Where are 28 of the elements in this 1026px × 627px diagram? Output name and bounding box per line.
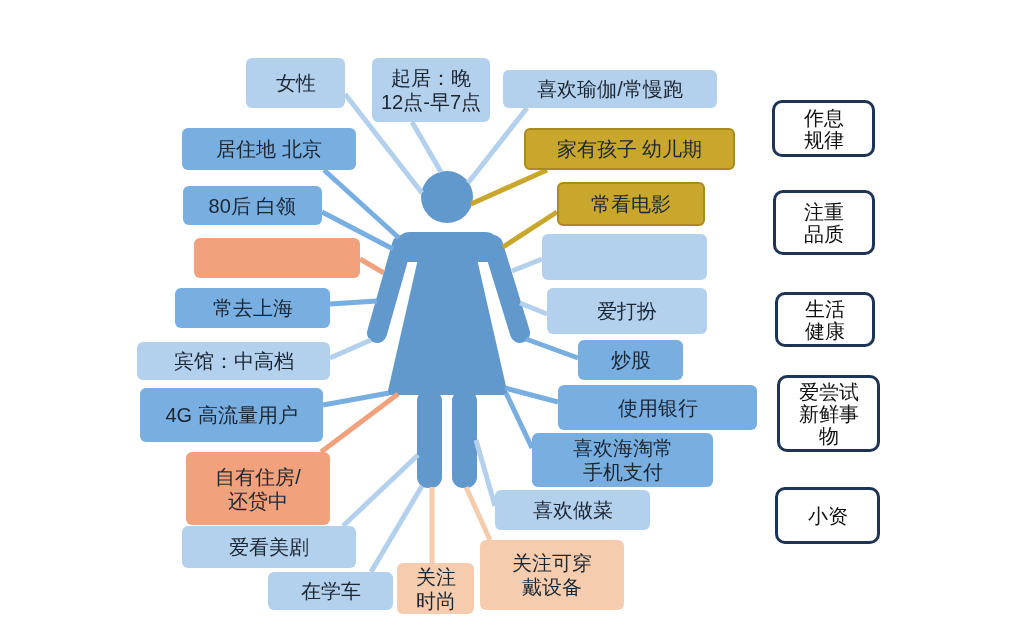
keyword-tag: 注重品质 <box>773 190 875 255</box>
keyword-tag: 生活健康 <box>775 292 875 347</box>
speech-bubble: 常看电影 <box>557 182 705 226</box>
speech-bubble: 常去上海 <box>175 288 330 328</box>
speech-bubble: 在学车 <box>268 572 393 610</box>
speech-bubble: 关注时尚 <box>397 563 474 614</box>
speech-bubble: 炒股 <box>578 340 683 380</box>
speech-bubble: 喜欢做菜 <box>495 490 650 530</box>
keyword-tag: 作息规律 <box>772 100 875 157</box>
speech-bubble: 爱打扮 <box>547 288 707 334</box>
speech-bubble: 喜欢瑜伽/常慢跑 <box>503 70 717 108</box>
speech-bubble <box>542 234 707 280</box>
speech-bubble <box>194 238 360 278</box>
speech-bubble: 宾馆：中高档 <box>137 342 330 380</box>
speech-bubble: 喜欢海淘常手机支付 <box>532 433 713 487</box>
speech-bubble: 4G 高流量用户 <box>140 388 323 442</box>
speech-bubble: 起居：晚12点-早7点 <box>372 58 490 122</box>
speech-bubble: 80后 白领 <box>183 186 322 225</box>
speech-bubble: 使用银行 <box>558 385 757 430</box>
speech-bubble: 爱看美剧 <box>182 526 356 568</box>
keyword-tag: 爱尝试新鲜事物 <box>777 375 880 452</box>
speech-bubble: 自有住房/还贷中 <box>186 452 330 525</box>
speech-bubble: 居住地 北京 <box>182 128 356 170</box>
speech-bubble: 家有孩子 幼儿期 <box>524 128 735 170</box>
woman-silhouette <box>366 170 531 489</box>
speech-bubble: 女性 <box>246 58 345 108</box>
keyword-tag: 小资 <box>775 487 880 544</box>
speech-bubble: 关注可穿戴设备 <box>480 540 624 610</box>
